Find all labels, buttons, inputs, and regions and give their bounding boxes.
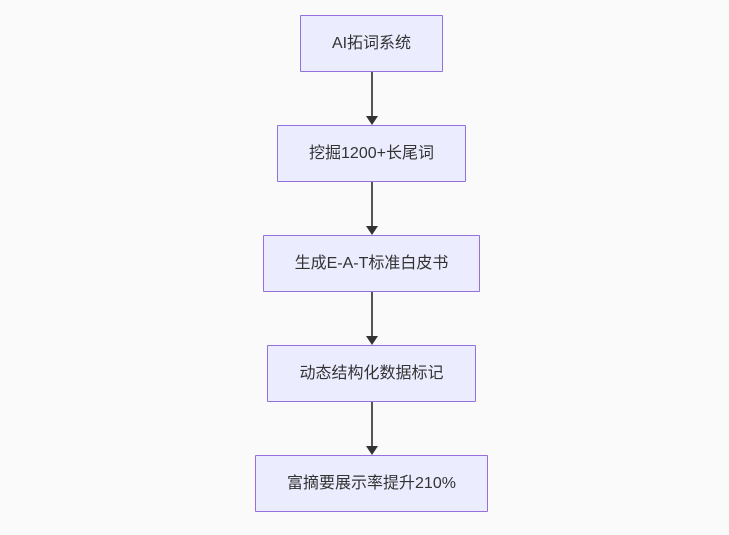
edge-arrow-2: [365, 182, 379, 235]
flowchart-node-eat-whitepaper: 生成E-A-T标准白皮书: [262, 235, 481, 292]
flowchart-node-ai-keyword-system: AI拓词系统: [299, 15, 444, 72]
arrow-line: [370, 292, 373, 339]
edge-arrow-1: [365, 72, 379, 125]
edge-arrow-3: [365, 292, 379, 345]
flowchart-node-structured-data: 动态结构化数据标记: [267, 345, 476, 402]
arrow-line: [370, 182, 373, 229]
arrowhead-down-icon: [365, 336, 378, 345]
arrow-line: [370, 72, 373, 119]
flowchart: AI拓词系统 挖掘1200+长尾词 生成E-A-T标准白皮书 动态结构化数据标记…: [7, 0, 729, 535]
edge-arrow-4: [365, 402, 379, 455]
arrowhead-down-icon: [365, 226, 378, 235]
arrowhead-down-icon: [365, 446, 378, 455]
flowchart-node-longtail-mining: 挖掘1200+长尾词: [277, 125, 466, 182]
arrow-line: [370, 402, 373, 449]
flowchart-node-rich-snippet-result: 富摘要展示率提升210%: [255, 455, 488, 512]
arrowhead-down-icon: [365, 116, 378, 125]
